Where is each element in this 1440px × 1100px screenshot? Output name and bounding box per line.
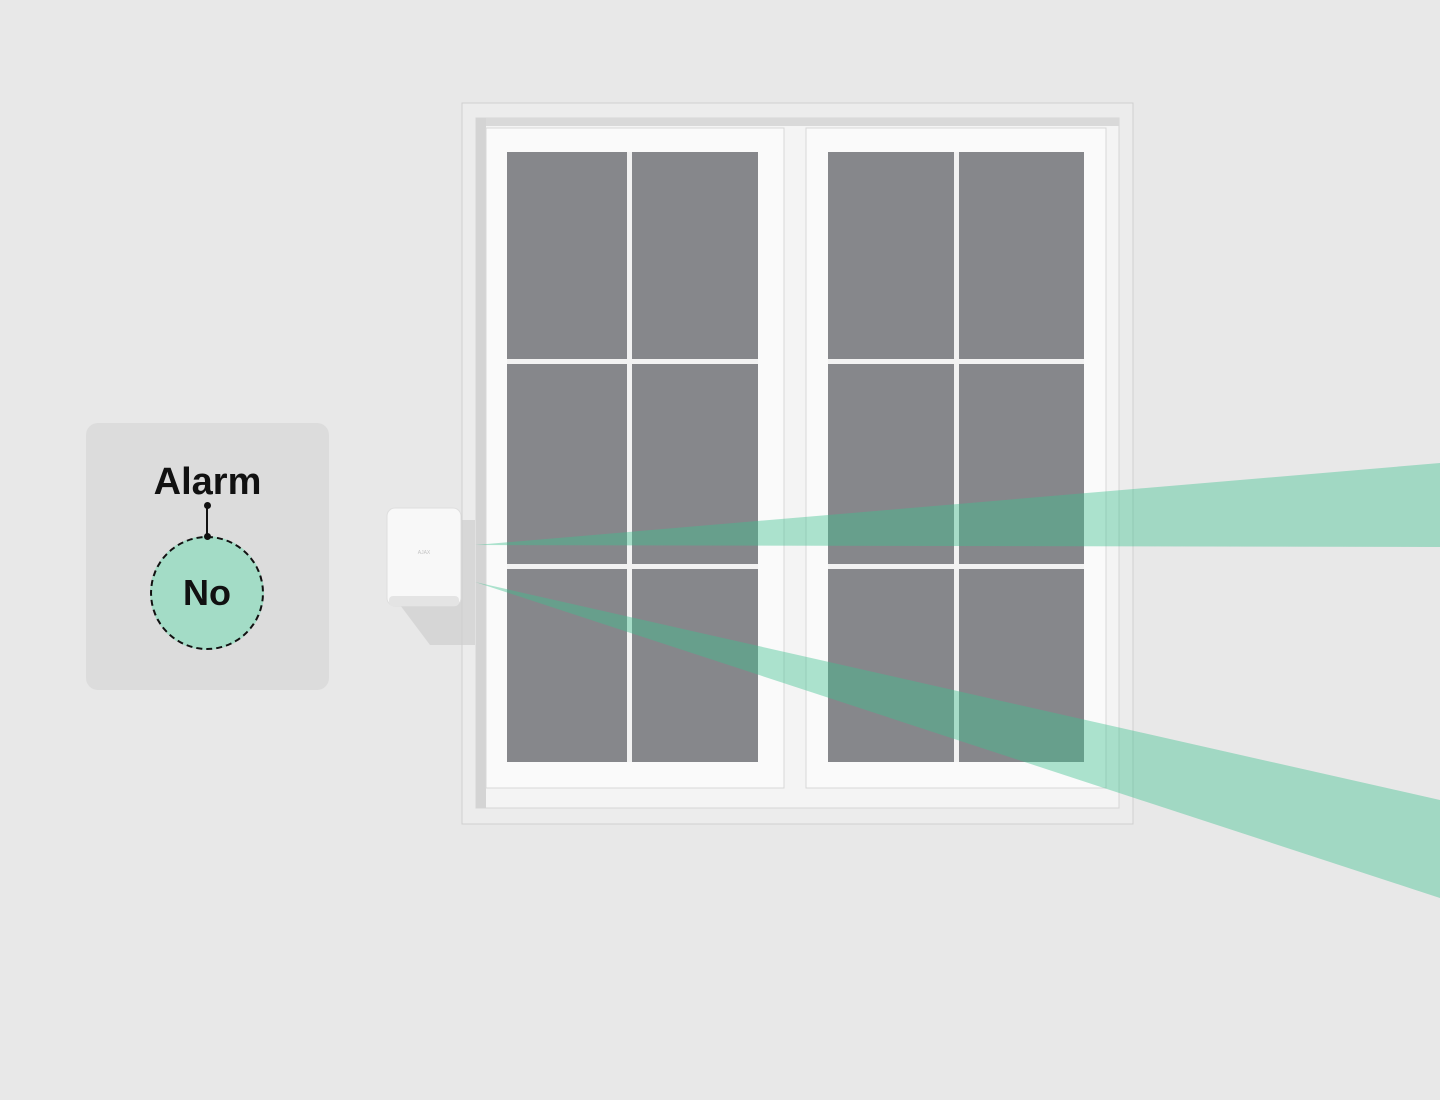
window [461, 102, 1134, 825]
brand-logo: AJAX [418, 550, 431, 556]
curtain-detector: AJAX [386, 507, 475, 645]
right-sash [805, 127, 1107, 789]
alarm-status-panel: Alarm No [86, 423, 329, 690]
alarm-status-value: No [150, 536, 264, 650]
lower-beam [475, 582, 1440, 898]
connector-line [206, 505, 208, 536]
upper-beam [475, 463, 1440, 547]
left-sash [485, 127, 785, 789]
alarm-label: Alarm [153, 461, 262, 503]
detection-beams [475, 463, 1440, 898]
connector-dot-bottom [204, 533, 211, 540]
left-glass [507, 152, 758, 762]
